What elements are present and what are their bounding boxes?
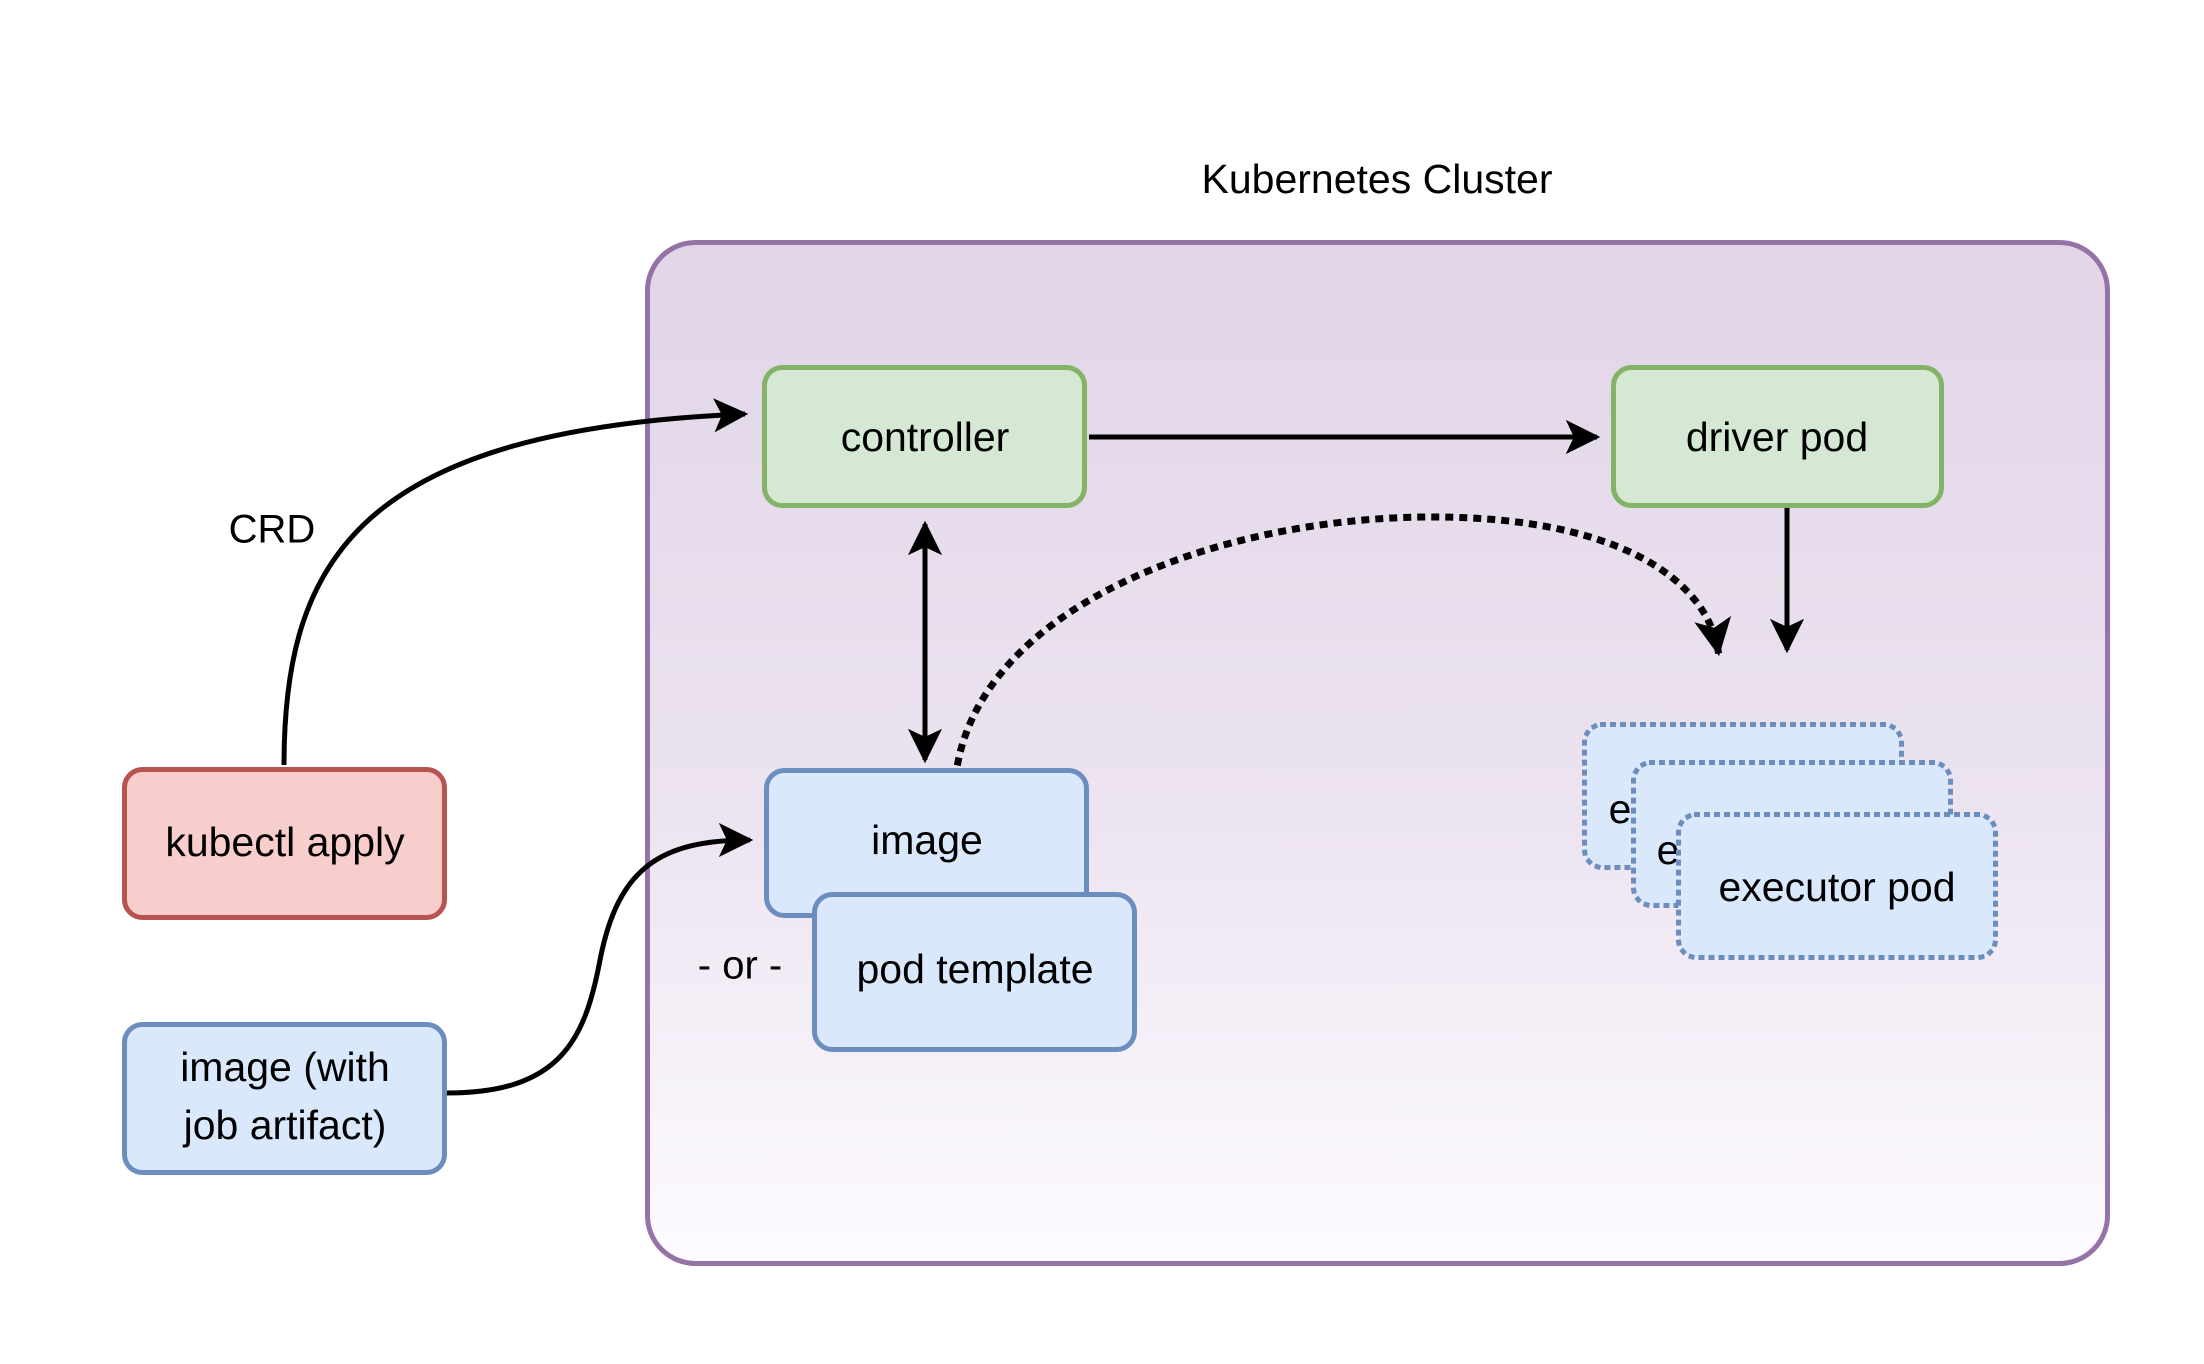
pod-template-label: pod template (856, 946, 1093, 992)
node-image[interactable]: image (764, 768, 1089, 918)
node-controller[interactable]: controller (762, 365, 1087, 508)
image-with-job-artifact-label-line1: image (with (180, 1044, 390, 1090)
image-with-job-artifact-label-line2: job artifact) (183, 1102, 387, 1148)
node-driver-pod[interactable]: driver pod (1611, 365, 1944, 508)
edge-artifact-to-image (446, 822, 754, 1096)
executor-pod-back-label: e (1609, 786, 1632, 832)
node-pod-template[interactable]: pod template (812, 892, 1137, 1052)
edge-image-to-executor-dotted (953, 513, 1732, 767)
pod-template-box[interactable] (812, 892, 1137, 1052)
edge-crd-label: CRD (229, 508, 316, 552)
controller-label: controller (841, 414, 1010, 460)
image-label: image (871, 817, 983, 863)
kubectl-apply-box[interactable] (122, 767, 447, 920)
executor-pod-mid-label: e (1657, 827, 1680, 873)
or-label: - or - (698, 944, 782, 988)
driver-pod-label: driver pod (1686, 414, 1868, 460)
controller-box[interactable] (762, 365, 1087, 508)
node-image-with-job-artifact[interactable]: image (with job artifact) (122, 1022, 447, 1175)
edge-crd (281, 398, 749, 766)
image-with-job-artifact-box[interactable] (122, 1022, 447, 1175)
driver-pod-box[interactable] (1611, 365, 1944, 508)
executor-pod-front-box[interactable] (1676, 812, 1998, 960)
executor-pod-front-label: executor pod (1718, 864, 1955, 910)
kubectl-apply-label: kubectl apply (165, 819, 405, 865)
cluster-title: Kubernetes Cluster (1202, 156, 1553, 202)
node-kubectl-apply[interactable]: kubectl apply (122, 767, 447, 920)
node-executor-pod-front[interactable]: executor pod (1676, 812, 1998, 960)
